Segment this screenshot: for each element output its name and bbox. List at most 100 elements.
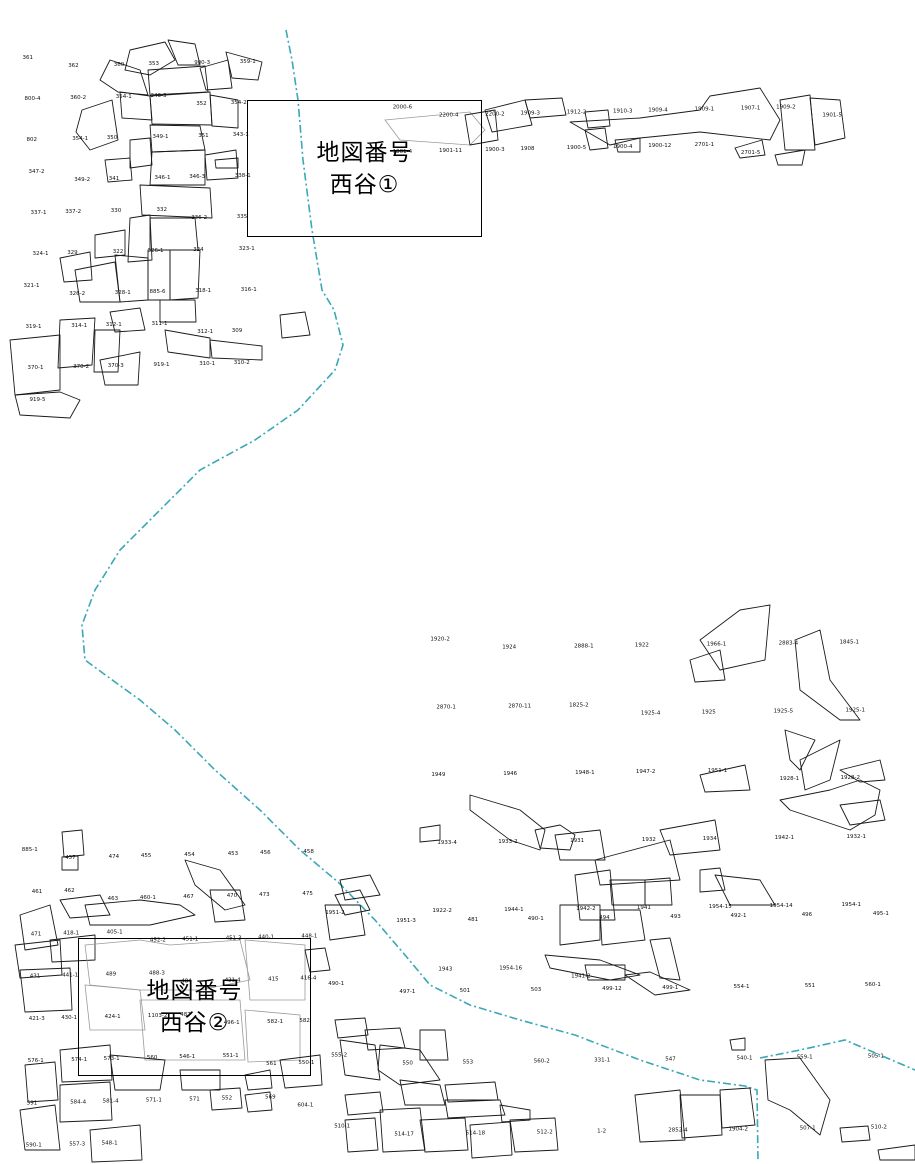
parcel-cluster-e xyxy=(419,604,886,1051)
parcel-number-label: 573-1 xyxy=(104,1056,120,1062)
parcel-number-label: 329 xyxy=(67,250,78,256)
parcel-number-label: 497-1 xyxy=(399,989,415,995)
parcel-number-label: 467 xyxy=(183,894,194,900)
parcel-number-label: 463 xyxy=(108,896,119,902)
parcel-number-label: 510-2 xyxy=(871,1125,887,1131)
parcel-number-label: 481 xyxy=(468,917,479,923)
parcel-number-label: 454 xyxy=(184,852,195,858)
parcel-number-label: 349-1 xyxy=(153,134,169,140)
parcel-number-label: 343-1 xyxy=(233,132,249,138)
parcel-number-label: 1912-2 xyxy=(567,110,586,116)
parcel-number-label: 361 xyxy=(23,55,34,61)
parcel-number-label: 1901-4 xyxy=(393,149,413,155)
parcel-number-label: 551 xyxy=(805,983,816,989)
parcel-number-label: 546-1 xyxy=(179,1054,195,1060)
parcel-number-label: 1845-1 xyxy=(840,640,859,646)
parcel-number-label: 316-1 xyxy=(241,287,257,293)
parcel-number-label: 1907-1 xyxy=(741,106,760,112)
parcel-number-label: 2701-5 xyxy=(741,150,761,156)
parcel-number-label: 1933-4 xyxy=(437,840,457,846)
parcel-number-label: 512-2 xyxy=(537,1130,553,1136)
parcel-number-label: 441-1 xyxy=(62,973,78,979)
parcel-number-label: 1909-2 xyxy=(776,105,795,111)
map-index-number: 西谷① xyxy=(329,171,400,198)
parcel-cluster-sw xyxy=(14,829,323,1163)
parcel-number-label: 354-2 xyxy=(231,100,247,106)
parcel-number-label: 1941-2 xyxy=(571,974,590,980)
parcel-number-label: 919-5 xyxy=(30,397,46,403)
parcel-number-label: 1933-2 xyxy=(498,839,517,845)
parcel-number-label: 2870-11 xyxy=(508,703,531,709)
parcel-number-label: 337-2 xyxy=(65,209,81,215)
parcel-number-label: 1901-5 xyxy=(822,113,842,119)
parcel-number-label: 430-1 xyxy=(61,1015,77,1021)
parcel-number-label: 1951-1 xyxy=(708,768,727,774)
parcel-number-label: 576-1 xyxy=(28,1058,44,1064)
parcel-number-label: 489 xyxy=(106,972,117,978)
parcel-number-label: 490-1 xyxy=(328,981,344,987)
parcel-number-label: 323-1 xyxy=(239,246,255,252)
parcel-number-label: 560 xyxy=(147,1055,158,1061)
parcel-number-label: 2888-1 xyxy=(574,644,593,650)
parcel-number-label: 492-1 xyxy=(731,913,747,919)
parcel-number-label: 2870-1 xyxy=(436,704,455,710)
parcel-number-label: 415 xyxy=(268,977,279,983)
parcel-number-label: 1904-2 xyxy=(729,1127,748,1133)
parcel-number-label: 547 xyxy=(665,1056,676,1062)
parcel-number-label: 571-1 xyxy=(146,1097,162,1103)
parcel-number-label: 1946 xyxy=(503,771,517,777)
map-index-title: 地図番号 xyxy=(146,978,243,1004)
parcel-number-label: 507-1 xyxy=(800,1126,816,1132)
parcel-number-label: 1103-2 xyxy=(148,1013,167,1019)
parcel-number-label: 499-1 xyxy=(662,985,678,991)
parcel-number-label: 1909-1 xyxy=(695,107,714,113)
parcel-number-label: 1966-1 xyxy=(707,642,726,648)
parcel-number-label: 1825-2 xyxy=(569,702,588,708)
parcel-number-label: 354-1 xyxy=(116,94,132,100)
parcel-cluster-ne xyxy=(384,87,846,166)
parcel-number-label: 326-2 xyxy=(69,291,85,297)
parcel-number-label: 561 xyxy=(266,1061,277,1067)
parcel-number-label: 330 xyxy=(111,208,122,214)
parcel-number-label: 310-1 xyxy=(199,361,215,367)
parcel-number-label: 559-1 xyxy=(797,1054,813,1060)
parcel-number-label: 2701-1 xyxy=(695,142,714,148)
parcel-number-label: 458 xyxy=(303,849,314,855)
parcel-number-label: 584-4 xyxy=(70,1099,86,1105)
parcel-number-label: 2200-2 xyxy=(485,112,504,118)
parcel-number-label: 1925-1 xyxy=(846,707,865,713)
parcel-number-label: 453 xyxy=(228,851,239,857)
parcel-number-label: 499-12 xyxy=(602,986,621,992)
parcel-number-label: 487 xyxy=(180,1012,191,1018)
parcel-number-label: 540-1 xyxy=(737,1055,753,1061)
parcel-number-label: 490-1 xyxy=(528,916,544,922)
parcel-number-label: 569 xyxy=(265,1094,276,1100)
parcel-number-label: 560-2 xyxy=(534,1058,550,1064)
parcel-number-label: 352 xyxy=(196,101,207,107)
parcel-number-label: 510-1 xyxy=(334,1124,350,1130)
parcel-number-label: 311-1 xyxy=(152,321,168,327)
parcel-number-label: 1901-11 xyxy=(439,148,462,154)
parcel-number-label: 1944-1 xyxy=(504,907,523,913)
parcel-number-label: 1928-1 xyxy=(780,776,799,782)
parcel-number-label: 484 xyxy=(181,979,192,985)
parcel-number-label: 351 xyxy=(198,133,209,139)
parcel-number-label: 1932-1 xyxy=(847,834,866,840)
parcel-number-label: 1942-1 xyxy=(775,835,794,841)
parcel-number-label: 514-18 xyxy=(466,1131,486,1137)
parcel-number-label: 1934 xyxy=(703,836,717,842)
parcel-number-label: 359-1 xyxy=(240,59,256,65)
parcel-number-label: 496 xyxy=(802,912,813,918)
parcel-number-label: 582 xyxy=(299,1018,310,1024)
parcel-number-label: 326-1 xyxy=(148,248,164,254)
parcel-number-label: 1942-2 xyxy=(576,906,595,912)
parcel-number-label: 802 xyxy=(27,137,38,143)
parcel-number-label: 451-1 xyxy=(182,936,198,942)
parcel-number-label: 1943 xyxy=(438,967,452,973)
parcel-number-label: 2852-4 xyxy=(668,1128,688,1134)
parcel-number-label: 1924 xyxy=(502,645,516,651)
parcel-number-label: 421-3 xyxy=(29,1016,45,1022)
parcel-number-label: 324-1 xyxy=(33,251,49,257)
parcel-number-label: 548-1 xyxy=(102,1141,118,1147)
parcel-number-label: 310-2 xyxy=(234,360,250,366)
